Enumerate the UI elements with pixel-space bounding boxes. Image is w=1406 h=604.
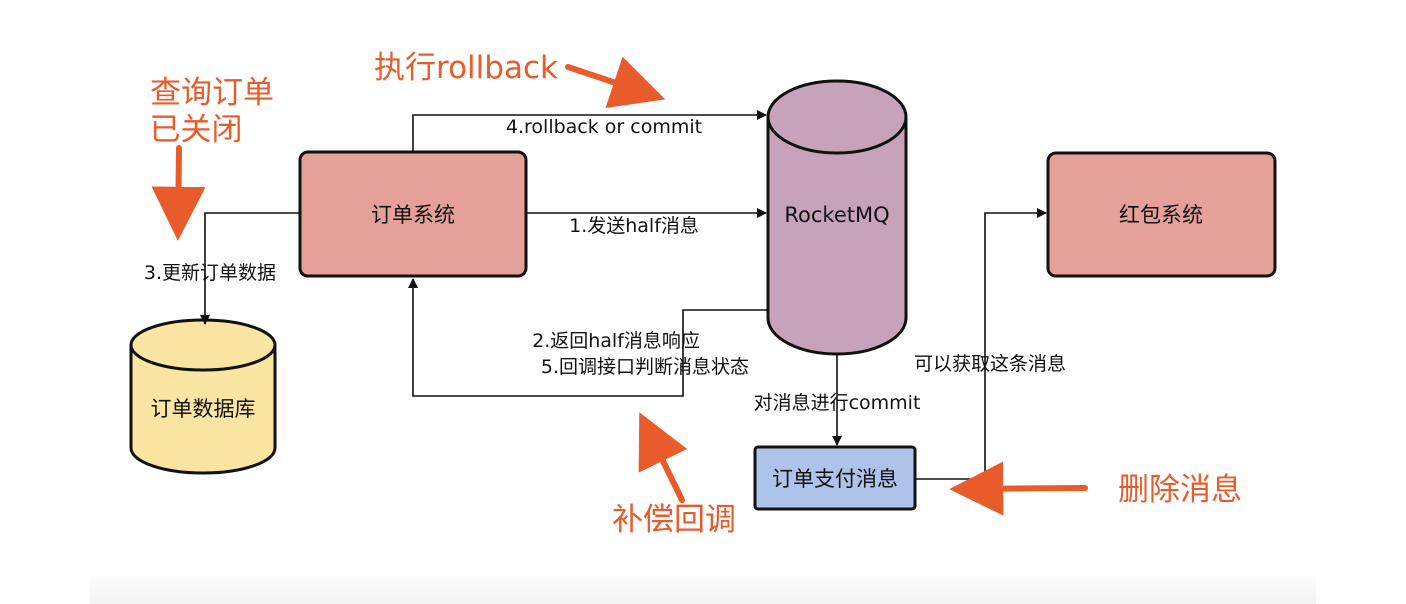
node-rocketmq: RocketMQ xyxy=(766,79,908,356)
anno-arrow-delete-message xyxy=(949,461,1088,516)
connector-fetch-message xyxy=(915,208,1047,480)
label-callback-check-status: 5.回调接口判断消息状态 xyxy=(541,356,749,378)
label-rollback-or-commit: 4.rollback or commit xyxy=(506,116,702,138)
payment-message-box xyxy=(753,445,917,511)
anno-arrow-compensation xyxy=(638,412,688,503)
redpacket-system-box xyxy=(1046,151,1277,278)
anno-compensation-callback: 补偿回调 xyxy=(612,502,736,538)
rocketmq-label: RocketMQ xyxy=(784,203,889,227)
label-send-half: 1.发送half消息 xyxy=(569,215,699,237)
label-return-half-response: 2.返回half消息响应 xyxy=(532,330,700,352)
connector-callback xyxy=(408,278,768,397)
node-payment-message: 订单支付消息 xyxy=(753,445,917,511)
order-db-cylinder-top xyxy=(129,318,277,372)
bottom-fade xyxy=(90,575,1316,604)
anno-query-order-line1: 查询订单 xyxy=(150,75,274,111)
rocketmq-cylinder-top xyxy=(766,79,908,155)
node-redpacket-system: 红包系统 xyxy=(1046,151,1277,278)
anno-execute-rollback: 执行rollback xyxy=(374,50,558,86)
connector-rollback-or-commit xyxy=(412,110,767,152)
node-order-database: 订单数据库 xyxy=(129,318,277,475)
anno-arrow-query-order xyxy=(151,145,206,241)
order-db-label: 订单数据库 xyxy=(151,397,256,421)
node-order-system: 订单系统 xyxy=(298,150,528,278)
label-update-order-data: 3.更新订单数据 xyxy=(144,262,276,284)
label-fetch-message: 可以获取这条消息 xyxy=(914,353,1066,375)
anno-arrow-execute-rollback xyxy=(565,56,666,108)
anno-delete-message: 删除消息 xyxy=(1118,472,1242,508)
anno-query-order-line2: 已关闭 xyxy=(150,112,243,148)
payment-message-label: 订单支付消息 xyxy=(772,467,898,491)
label-commit-message: 对消息进行commit xyxy=(754,392,921,414)
order-system-label: 订单系统 xyxy=(371,203,455,227)
redpacket-system-label: 红包系统 xyxy=(1119,203,1203,227)
order-db-cylinder-body xyxy=(129,345,277,475)
